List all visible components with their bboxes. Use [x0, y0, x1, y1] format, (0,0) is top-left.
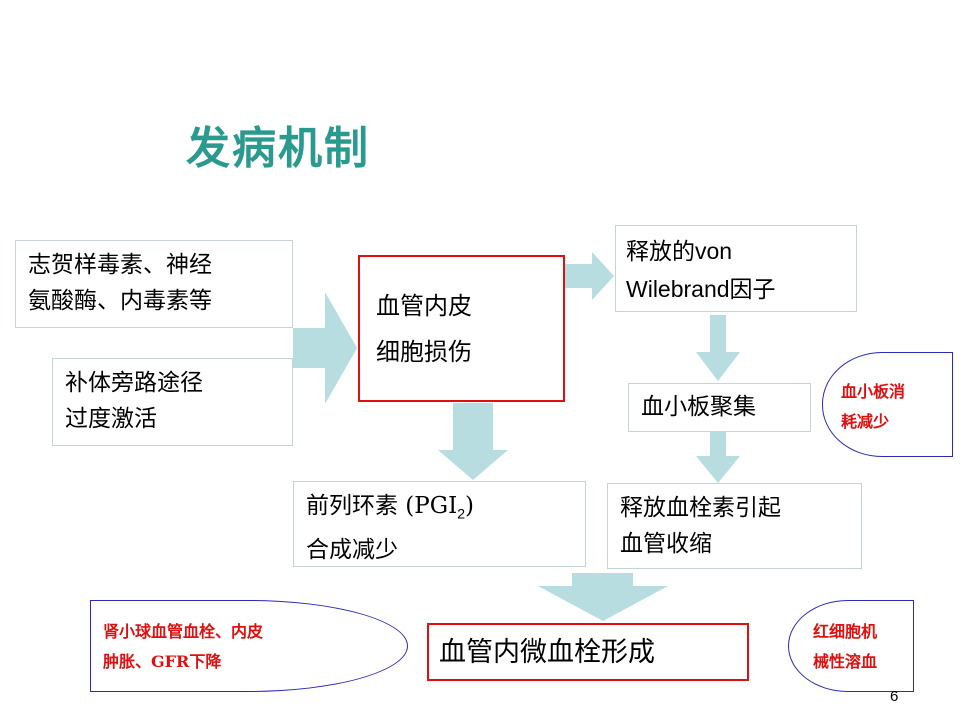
note-hemolysis: 红细胞机 械性溶血	[788, 600, 914, 692]
box-vwf: 释放的von Wilebrand因子	[615, 225, 857, 312]
box-microthrombus: 血管内微血栓形成	[427, 623, 749, 681]
box-pgi2-line2: 合成减少	[306, 536, 398, 563]
pgi2-subscript: 2	[457, 505, 466, 522]
pgi2-suffix: )	[465, 493, 474, 519]
box-complement-line2: 过度激活	[65, 406, 157, 432]
pgi2-prefix: 前列环素 (PGI	[306, 493, 458, 519]
box-complement-line1: 补体旁路途径	[65, 370, 203, 396]
box-endothelial-line1: 血管内皮	[376, 292, 472, 320]
note-hemolysis-line1: 红细胞机	[813, 622, 878, 641]
note-platelet-line1: 血小板消	[841, 382, 906, 401]
arrow-causes-to-endothelial	[293, 292, 357, 404]
box-toxins: 志贺样毒素、神经 氨酸酶、内毒素等	[15, 240, 293, 328]
box-toxins-line1: 志贺样毒素、神经	[28, 252, 212, 278]
box-endothelial-line2: 细胞损伤	[376, 338, 472, 366]
box-endothelial-injury: 血管内皮 细胞损伤	[358, 255, 565, 402]
page-title: 发病机制	[186, 123, 370, 174]
box-vwf-line2: Wilebrand因子	[626, 276, 776, 302]
box-thrombin-line2: 血管收缩	[620, 531, 712, 557]
box-platelet-label: 血小板聚集	[641, 394, 756, 420]
box-microthrombus-label: 血管内微血栓形成	[439, 637, 655, 668]
arrow-platelet-to-thrombin	[696, 432, 740, 483]
box-pgi2-line1: 前列环素 (PGI2)	[306, 488, 585, 532]
note-hemolysis-line2: 械性溶血	[813, 652, 878, 671]
box-thrombin-line1: 释放血栓素引起	[620, 495, 781, 521]
note-glomerular-line2: 肿胀、GFR下降	[103, 652, 222, 671]
box-vwf-line1: 释放的von	[626, 238, 733, 264]
box-complement: 补体旁路途径 过度激活	[52, 358, 293, 446]
arrow-to-microthrombus	[538, 573, 668, 621]
page-number: 6	[890, 688, 899, 705]
box-pgi2: 前列环素 (PGI2) 合成减少	[293, 481, 586, 567]
box-toxins-line2: 氨酸酶、内毒素等	[28, 288, 212, 314]
arrow-vwf-to-platelet	[696, 315, 740, 381]
box-thrombin: 释放血栓素引起 血管收缩	[607, 483, 862, 569]
box-platelet-aggregation: 血小板聚集	[628, 383, 811, 432]
note-glomerular-line1: 肾小球血管血栓、内皮	[103, 622, 264, 641]
note-platelet-consumption: 血小板消 耗减少	[822, 352, 953, 457]
note-glomerular: 肾小球血管血栓、内皮 肿胀、GFR下降	[90, 600, 408, 692]
note-platelet-line2: 耗减少	[841, 412, 890, 431]
arrow-endothelial-to-pgi2	[438, 403, 508, 480]
arrow-endothelial-to-vwf	[565, 252, 614, 300]
